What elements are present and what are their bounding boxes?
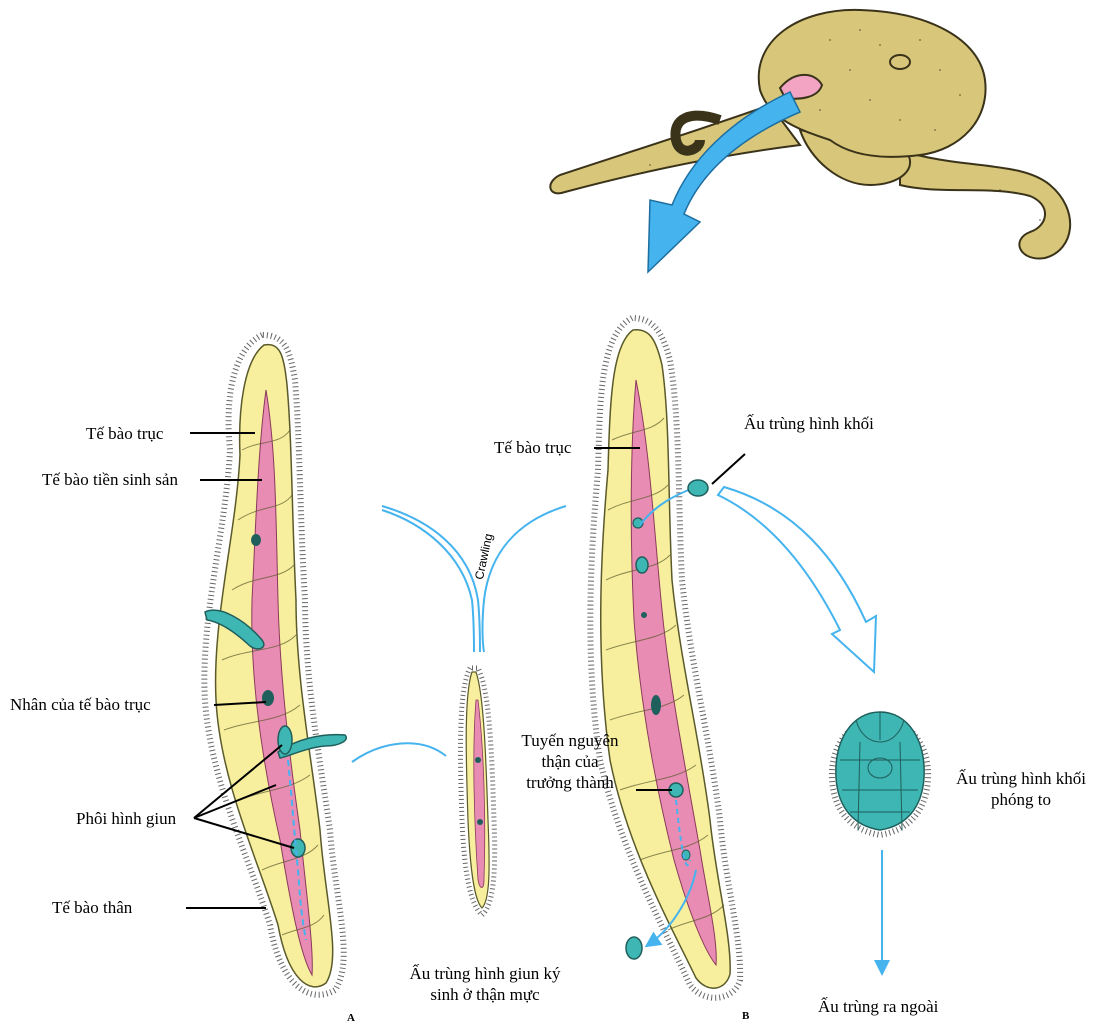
octopus-illustration [550, 10, 1070, 259]
label-larva-exits: Ấu trùng ra ngoài [818, 996, 938, 1017]
label-adult-nephridium-line3: trưởng thành [506, 772, 634, 793]
label-infusoriform-larva: Ấu trùng hình khối [744, 413, 874, 434]
enlarged-infusoriform-larva [832, 712, 928, 835]
vermiform-larva-small [460, 668, 494, 915]
embryo-release-arrow [352, 743, 446, 762]
label-axial-cell-nucleus: Nhân của tế bào trục [10, 694, 151, 715]
label-vermiform-larva: Ấu trùng hình giun ký sinh ở thận mực [380, 963, 590, 1005]
embryo-a-5 [251, 534, 261, 546]
label-enlarged-larva: Ấu trùng hình khối phóng to [938, 768, 1104, 810]
label-adult-nephridium-line1: Tuyến nguyên [506, 730, 634, 751]
label-vermiform-larva-line2: sinh ở thận mực [380, 984, 590, 1005]
label-axial-cell-a: Tế bào trục [86, 423, 163, 444]
panel-label-b: B [742, 1010, 749, 1022]
label-trunk-cell: Tế bào thân [52, 897, 132, 918]
label-vermiform-embryos: Phôi hình giun [76, 808, 176, 829]
label-enlarged-larva-line1: Ấu trùng hình khối [938, 768, 1104, 789]
label-adult-nephridium-line2: thận của [506, 751, 634, 772]
label-pre-reproductive-cell: Tế bào tiền sinh sản [42, 469, 178, 490]
label-axial-cell-b: Tế bào trục [494, 437, 571, 458]
crawling-arrow-left-outer [382, 510, 474, 652]
enlargement-arrow [718, 487, 876, 672]
adult-worm-b [590, 318, 740, 998]
octopus-exit-arrow [648, 92, 800, 272]
octopus-arm-right [900, 150, 1070, 258]
crawling-arrow-right [483, 506, 567, 652]
axial-nucleus-a [262, 690, 274, 706]
embryo-a-3 [278, 726, 292, 754]
label-enlarged-larva-line2: phóng to [938, 789, 1104, 810]
panel-label-a: A [347, 1012, 355, 1024]
octopus-eye [890, 55, 910, 69]
label-adult-nephridium: Tuyến nguyên thận của trưởng thành [506, 730, 634, 793]
label-vermiform-larva-line1: Ấu trùng hình giun ký [380, 963, 590, 984]
